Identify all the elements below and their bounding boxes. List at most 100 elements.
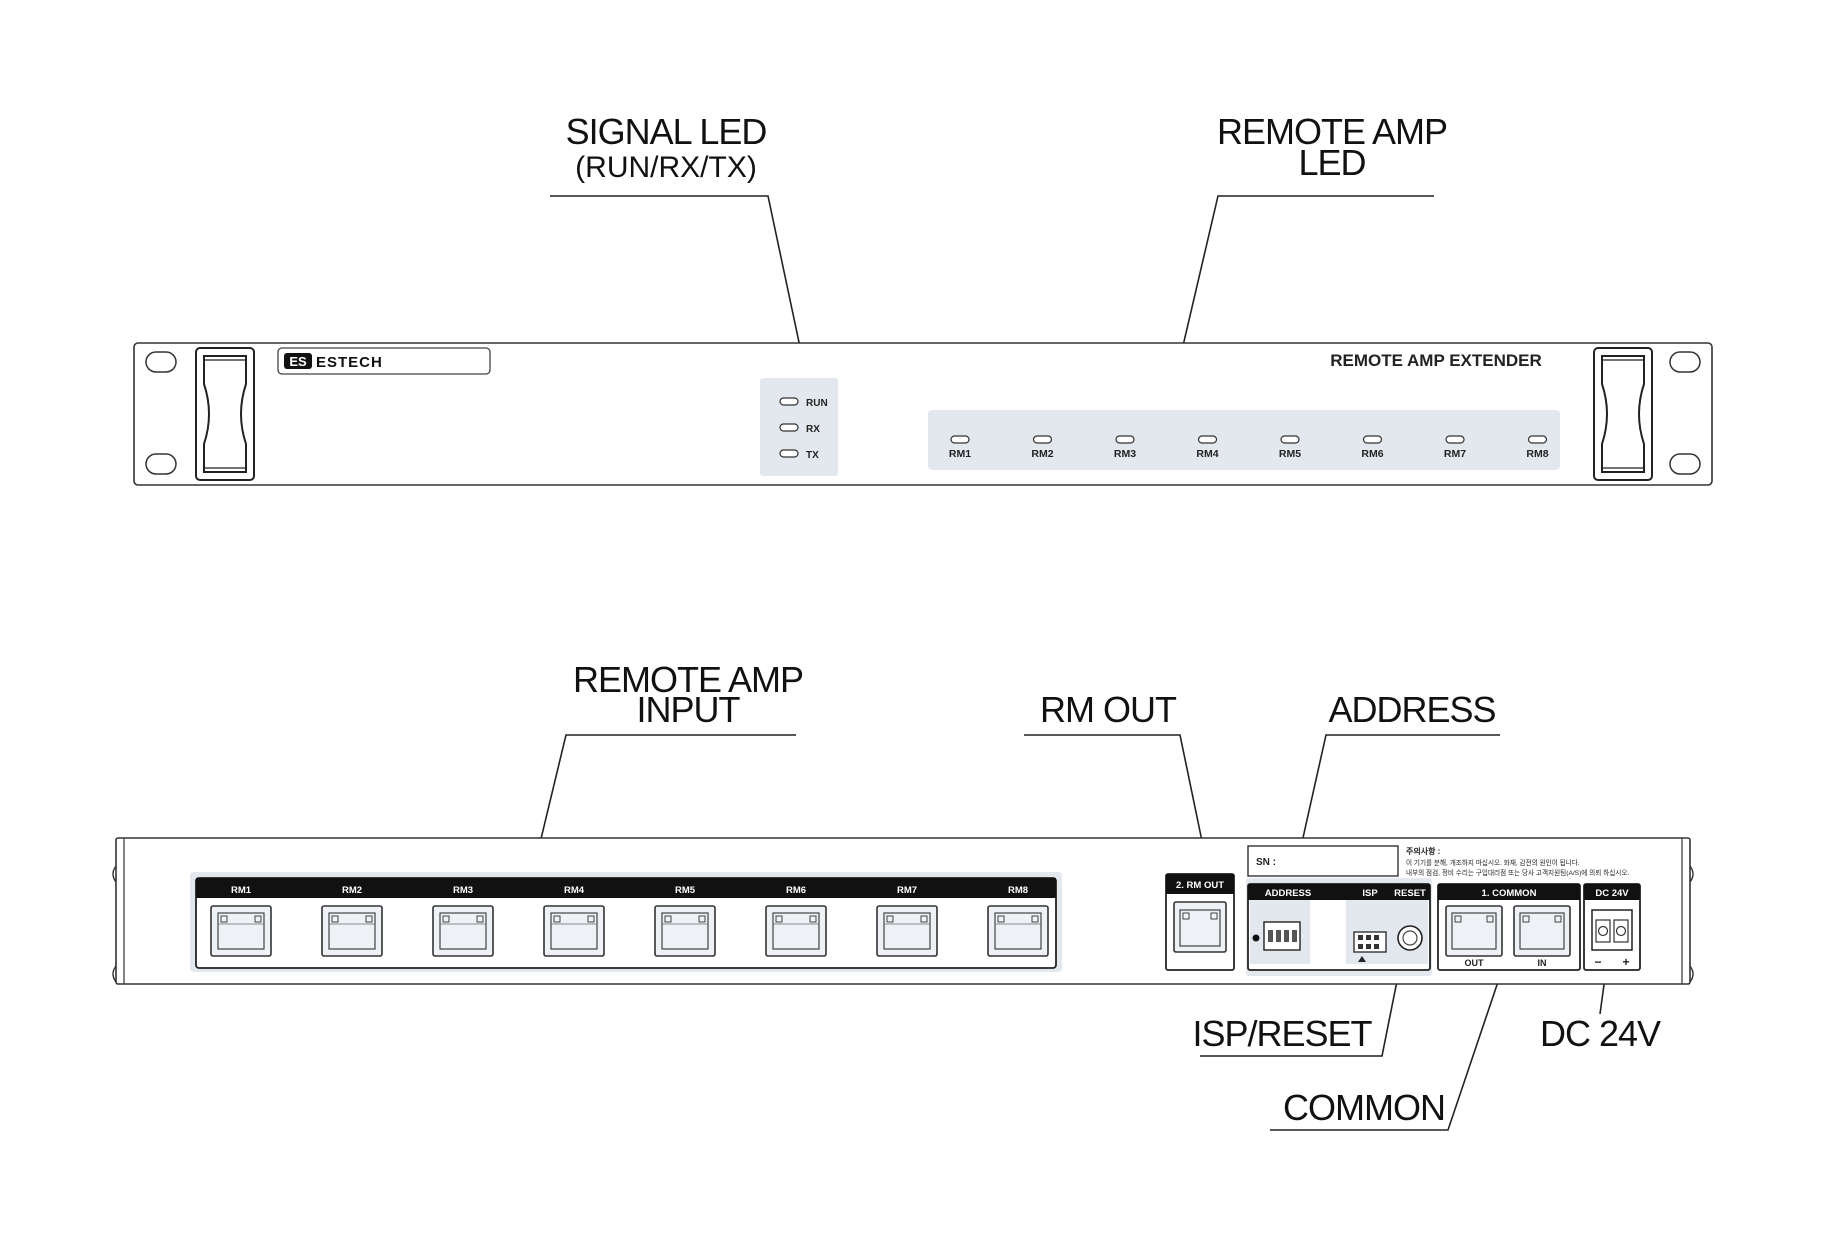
isp-label: ISP bbox=[1362, 888, 1378, 899]
leader-remote-amp-input bbox=[532, 734, 796, 873]
led-icon bbox=[1197, 435, 1218, 444]
rm-input-label: RM4 bbox=[564, 885, 585, 896]
brand-name: ESTECH bbox=[316, 354, 383, 371]
signal-led-tx: TX bbox=[779, 449, 819, 461]
callout-remote-amp-input-title: REMOTE AMP bbox=[573, 659, 803, 700]
led-icon bbox=[1362, 435, 1383, 444]
rm-input-jack-7[interactable] bbox=[876, 905, 938, 957]
common-out-jack[interactable] bbox=[1445, 905, 1503, 957]
rm-led-label: RM2 bbox=[1031, 448, 1053, 460]
rm-input-jack-5[interactable] bbox=[654, 905, 716, 957]
isp-header-pins[interactable] bbox=[1353, 931, 1387, 962]
leader-rm-out bbox=[1024, 734, 1209, 871]
common-label: 1. COMMON bbox=[1482, 888, 1537, 899]
led-icon bbox=[1032, 435, 1053, 444]
callout-remote-amp-input-subtitle: INPUT bbox=[637, 689, 741, 730]
callout-address: ADDRESS bbox=[1328, 689, 1495, 730]
rm-led-label: RM6 bbox=[1361, 448, 1383, 460]
rm-input-jack-1[interactable] bbox=[210, 905, 272, 957]
callout-signal-led-subtitle: (RUN/RX/TX) bbox=[575, 151, 757, 184]
address-dip-switch[interactable] bbox=[1263, 921, 1301, 951]
rm-out-jack[interactable] bbox=[1173, 901, 1227, 953]
signal-led-label: TX bbox=[806, 450, 819, 461]
dc-power-label: DC 24V bbox=[1595, 888, 1629, 899]
serial-number-box bbox=[1247, 845, 1399, 877]
rm-led-label: RM5 bbox=[1279, 448, 1301, 460]
rm-led-label: RM3 bbox=[1114, 448, 1136, 460]
callout-signal-led-title: SIGNAL LED bbox=[566, 111, 767, 152]
common-in-jack[interactable] bbox=[1513, 905, 1571, 957]
rm-input-label: RM8 bbox=[1008, 885, 1028, 896]
pin1-arrow-icon bbox=[1358, 956, 1366, 962]
rm-led-label: RM7 bbox=[1444, 448, 1466, 460]
rack-handle-right[interactable] bbox=[1593, 347, 1653, 481]
rm-input-label: RM6 bbox=[786, 885, 806, 896]
led-icon bbox=[779, 397, 799, 406]
callout-remote-amp-led-subtitle: LED bbox=[1298, 142, 1365, 183]
common-out-label: OUT bbox=[1465, 958, 1485, 968]
signal-led-label: RUN bbox=[806, 398, 828, 409]
led-icon bbox=[779, 449, 799, 458]
dc-plus-label: + bbox=[1622, 955, 1629, 969]
callout-remote-amp-led-title: REMOTE AMP bbox=[1217, 111, 1447, 152]
led-icon bbox=[950, 435, 970, 444]
rm-input-jack-3[interactable] bbox=[432, 905, 494, 957]
signal-led-label: RX bbox=[806, 424, 820, 435]
rm-led-2: RM2 bbox=[1031, 435, 1054, 460]
address-label: ADDRESS bbox=[1265, 888, 1311, 899]
rm-led-label: RM1 bbox=[949, 448, 971, 460]
serial-number-label: SN : bbox=[1256, 857, 1276, 868]
notice-line-2: 내부의 점검, 정비 수리는 구입대리점 또는 당사 고객지원팀(A/S)에 의… bbox=[1406, 868, 1629, 877]
rack-handle-left[interactable] bbox=[195, 347, 255, 481]
rm-input-jack-8[interactable] bbox=[987, 905, 1049, 957]
rm-led-1: RM1 bbox=[949, 435, 971, 460]
rm-input-jack-2[interactable] bbox=[321, 905, 383, 957]
rm-led-7: RM7 bbox=[1444, 435, 1466, 460]
led-icon bbox=[779, 423, 799, 432]
leader-signal-led bbox=[550, 195, 808, 381]
callout-isp-reset: ISP/RESET bbox=[1192, 1013, 1372, 1054]
common-in-label: IN bbox=[1538, 958, 1547, 968]
rm-led-8: RM8 bbox=[1526, 435, 1549, 460]
rm-led-6: RM6 bbox=[1361, 435, 1384, 460]
dc-power-terminal[interactable] bbox=[1591, 909, 1633, 951]
signal-led-run: RUN bbox=[779, 397, 828, 409]
rm-input-jack-6[interactable] bbox=[765, 905, 827, 957]
rm-input-label: RM5 bbox=[675, 885, 696, 896]
reset-button[interactable] bbox=[1397, 925, 1423, 951]
led-icon bbox=[1280, 435, 1300, 444]
address-dot-icon bbox=[1252, 934, 1260, 942]
rm-led-label: RM8 bbox=[1526, 448, 1548, 460]
svg-text:ES: ES bbox=[289, 354, 307, 369]
leader-address bbox=[1293, 734, 1500, 879]
rm-input-label: RM2 bbox=[342, 885, 362, 896]
dc-minus-label: − bbox=[1594, 955, 1601, 969]
rm-led-label: RM4 bbox=[1196, 448, 1218, 460]
estech-logo-icon: ES bbox=[284, 353, 312, 369]
device-title: REMOTE AMP EXTENDER bbox=[1330, 351, 1542, 370]
callout-dc24v: DC 24V bbox=[1540, 1013, 1661, 1054]
reset-label: RESET bbox=[1394, 888, 1426, 899]
front-panel: ES ESTECH REMOTE AMP EXTENDER RUN RX TX RM… bbox=[133, 342, 1713, 486]
signal-led-group: RUN RX TX bbox=[779, 397, 828, 461]
led-icon bbox=[1445, 435, 1465, 444]
led-icon bbox=[1527, 435, 1548, 444]
rm-input-jack-4[interactable] bbox=[543, 905, 605, 957]
logo-plate bbox=[277, 347, 491, 375]
leader-isp-reset bbox=[1200, 975, 1399, 1057]
rm-out-label: 2. RM OUT bbox=[1176, 880, 1224, 891]
mount-hole-icon bbox=[145, 453, 177, 475]
callout-rm-out: RM OUT bbox=[1040, 689, 1177, 730]
rm-led-block bbox=[928, 410, 1560, 470]
rm-led-group: RM1 RM2 RM3 RM4 RM5 RM6 RM7 RM8 bbox=[949, 435, 1549, 460]
rm-input-label-bar bbox=[196, 878, 1056, 898]
leader-remote-amp-led bbox=[1167, 195, 1434, 411]
led-icon bbox=[1115, 435, 1135, 444]
mount-hole-icon bbox=[145, 351, 177, 373]
notice-title: 주의사항 : bbox=[1406, 846, 1440, 856]
rm-input-label: RM7 bbox=[897, 885, 917, 896]
rm-led-4: RM4 bbox=[1196, 435, 1219, 460]
